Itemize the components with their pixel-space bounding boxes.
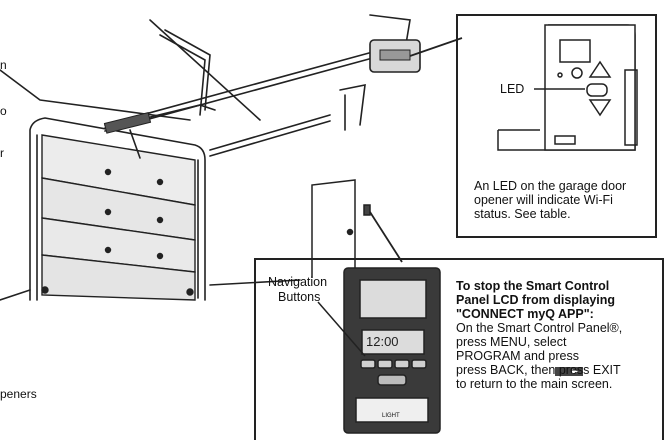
led-indicator (586, 83, 608, 97)
panel-small-button (377, 374, 407, 386)
panel-heading-line-1: To stop the Smart Control (456, 279, 610, 293)
nav-pointer-line (317, 301, 366, 357)
smart-control-panel (343, 267, 441, 434)
panel-body-line-5: to return to the main screen. (456, 377, 613, 391)
edge-letter-1: n (0, 58, 7, 72)
navigation-buttons (360, 359, 427, 369)
panel-callout-connector (369, 211, 403, 263)
trolley (103, 111, 152, 134)
openers-fragment: peners (0, 387, 37, 401)
ceiling-back-line (149, 19, 261, 121)
led-caption-line-3: status. See table. (474, 207, 571, 221)
panel-top-window (359, 279, 427, 319)
panel-body-line-4: press BACK, then press EXIT (456, 363, 621, 377)
interior-door (311, 179, 356, 278)
door-frame (29, 117, 206, 301)
led-caption-line-1: An LED on the garage door (474, 179, 627, 193)
opener-display-window (559, 39, 591, 63)
panel-body-line-2: press MENU, select (456, 335, 567, 349)
panel-heading-line-2: Panel LCD from displaying (456, 293, 616, 307)
opener-round-button (571, 67, 583, 79)
up-arrow-icon (588, 60, 612, 78)
opener-detail (497, 24, 638, 151)
rear-hanger (339, 83, 366, 126)
wall-control-small (363, 204, 371, 216)
panel-body-line-3: PROGRAM and press (456, 349, 579, 363)
opener-rail (104, 49, 381, 126)
light-bar (355, 397, 429, 423)
door-arm (129, 129, 141, 159)
panel-lcd (361, 329, 425, 355)
enter-key-icon (555, 367, 583, 376)
panel-body-line-1: On the Smart Control Panel®, (456, 321, 623, 335)
led-caption-line-2: opener will indicate Wi-Fi (474, 193, 613, 207)
led-callout-connector (409, 37, 463, 57)
panel-heading-line-3: "CONNECT myQ APP": (456, 307, 594, 321)
edge-letter-3: r (0, 146, 4, 160)
edge-letter-2: o (0, 104, 7, 118)
nav-label-line-2: Buttons (278, 290, 321, 304)
nav-label-line-1: Navigation (268, 275, 328, 289)
led-label: LED (500, 82, 525, 96)
ceiling-line (0, 69, 191, 121)
garage-door (41, 134, 196, 301)
lcd-time: 12:00 (366, 334, 399, 349)
down-arrow-icon (588, 99, 612, 117)
light-bar-label: LIGHT (382, 413, 400, 419)
wall-left-line (0, 289, 31, 301)
